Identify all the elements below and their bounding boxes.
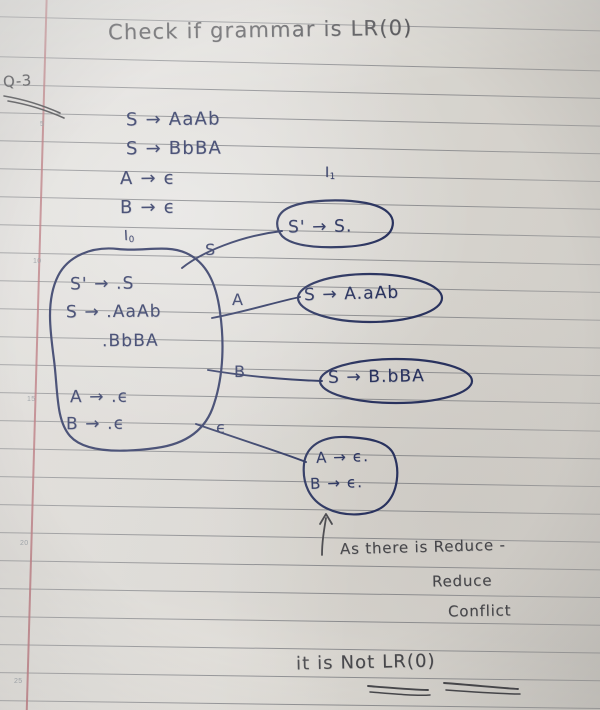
state-label-i0: I0 (124, 228, 135, 246)
transition-label-a: A (232, 290, 244, 309)
production-rule: S → AaAb (125, 108, 221, 131)
annotation-line-2: Reduce (431, 571, 493, 591)
state-label-i1-letter: I (325, 165, 330, 181)
line-number: 25 (14, 678, 23, 685)
line-number: 10 (33, 258, 42, 265)
item-i4-1: B → ϵ. (309, 473, 364, 493)
state-label-i1-index: 1 (329, 172, 336, 183)
line-number: 15 (27, 396, 36, 403)
item-i0-1: S → .AaAb (65, 301, 162, 323)
transition-label-epsilon: ϵ (216, 418, 227, 437)
page-title: Check if grammar is LR(0) (107, 15, 413, 45)
state-label-i0-index: 0 (128, 234, 135, 246)
item-i4-0: A → ϵ. (315, 447, 370, 467)
transition-label-b: B (234, 362, 246, 381)
transition-label-s: S (205, 240, 216, 259)
production-rule: B → ϵ (119, 196, 177, 219)
production-rule: S → BbBA (125, 137, 223, 160)
question-label: Q-3 (2, 71, 33, 91)
item-i0-4: B → .ϵ (65, 413, 126, 435)
item-i3-0: S → B.bBA (327, 366, 426, 388)
state-label-i1: I1 (325, 165, 335, 182)
item-i0-3: A → .ϵ (69, 386, 130, 408)
line-number: 20 (20, 540, 29, 547)
item-i2-0: S → A.aAb (303, 282, 400, 306)
item-i0-0: S' → .S (69, 273, 135, 295)
item-i0-2: .BbBA (101, 330, 159, 352)
line-number: 5 (40, 121, 45, 128)
annotation-line-3: Conflict (447, 601, 512, 621)
production-rule: A → ϵ (119, 167, 176, 190)
item-i1-0: S' → S. (287, 216, 353, 238)
conclusion-text: it is Not LR(0) (295, 650, 436, 675)
